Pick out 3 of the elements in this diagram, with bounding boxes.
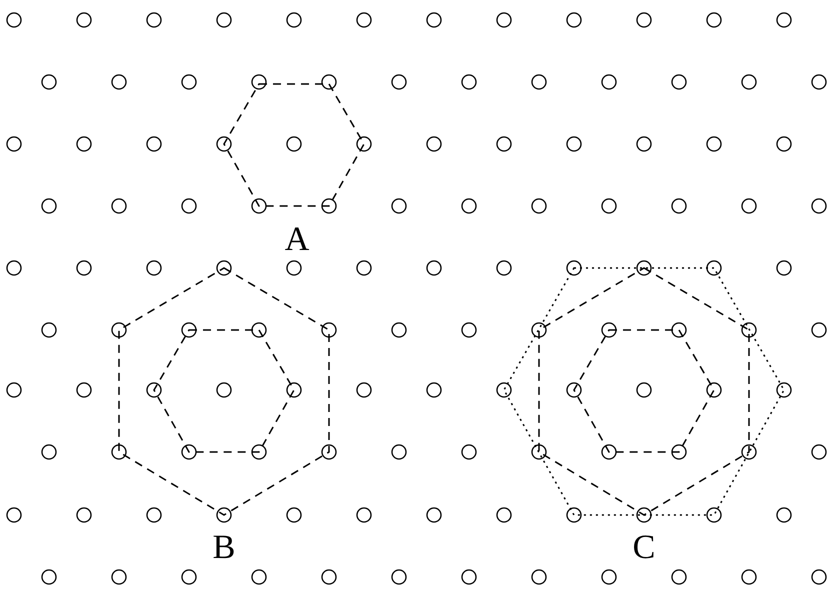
figure-label: C: [632, 531, 656, 565]
figure-label: B: [212, 531, 236, 565]
figure-label: A: [284, 223, 310, 257]
